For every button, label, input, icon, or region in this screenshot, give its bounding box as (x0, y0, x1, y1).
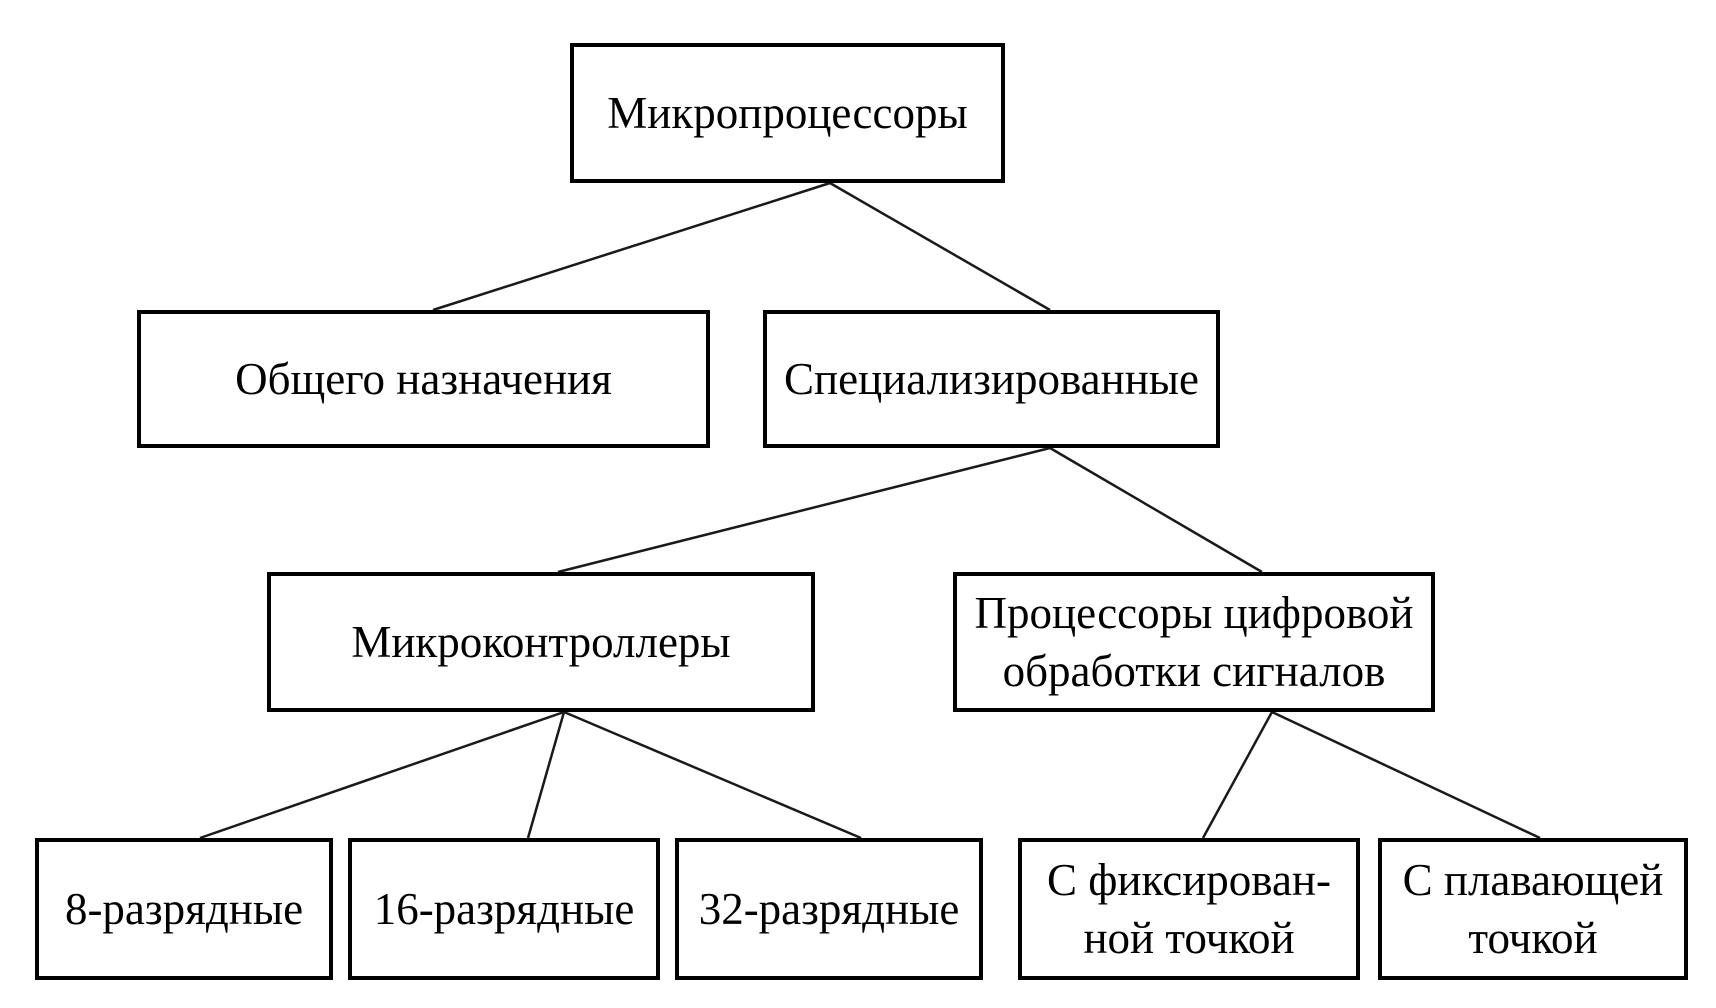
node-specialized: Специализированные (763, 310, 1220, 448)
edge-root-to-general (432, 181, 831, 312)
node-floating-point-label-line2: точкой (1468, 913, 1598, 963)
node-general-purpose: Общего назначения (137, 310, 710, 448)
edge-microcontrollers-to-8bit (199, 710, 565, 840)
node-general-purpose-label: Общего назначения (235, 353, 612, 404)
node-dsp-label-line1: Процессоры цифровой (974, 587, 1414, 638)
edge-specialized-to-microcontrollers (557, 446, 1051, 574)
node-16bit: 16-разрядные (348, 838, 660, 980)
node-16bit-label: 16-разрядные (373, 883, 635, 934)
node-fixed-point-label-line1: С фиксирован- (1047, 854, 1331, 905)
node-dsp-label-line2: обработки сигналов (1002, 646, 1386, 696)
node-microprocessors-label: Микропроцессоры (607, 87, 968, 138)
edge-microcontrollers-to-16bit (526, 711, 566, 839)
node-32bit: 32-разрядные (675, 838, 983, 980)
node-32bit-label: 32-разрядные (698, 883, 960, 934)
node-specialized-label: Специализированные (784, 353, 1199, 404)
node-microprocessors: Микропроцессоры (570, 43, 1005, 183)
node-8bit-label: 8-разрядные (64, 883, 304, 934)
node-fixed-point: С фиксирован- ной точкой (1018, 838, 1360, 980)
edge-dsp-to-fixed-point (1201, 711, 1274, 839)
edge-specialized-to-dsp (1049, 446, 1263, 574)
node-floating-point: С плавающей точкой (1378, 838, 1688, 980)
node-8bit: 8-разрядные (35, 838, 333, 980)
edge-root-to-specialized (829, 181, 1051, 312)
node-dsp: Процессоры цифровой обработки сигналов (953, 572, 1435, 712)
edge-dsp-to-floating-point (1271, 710, 1541, 840)
node-microcontrollers: Микроконтроллеры (267, 572, 815, 712)
node-floating-point-label-line1: С плавающей (1402, 854, 1664, 905)
edge-microcontrollers-to-32bit (563, 710, 862, 840)
node-microcontrollers-label: Микроконтроллеры (351, 616, 731, 667)
node-fixed-point-label-line2: ной точкой (1083, 913, 1295, 963)
